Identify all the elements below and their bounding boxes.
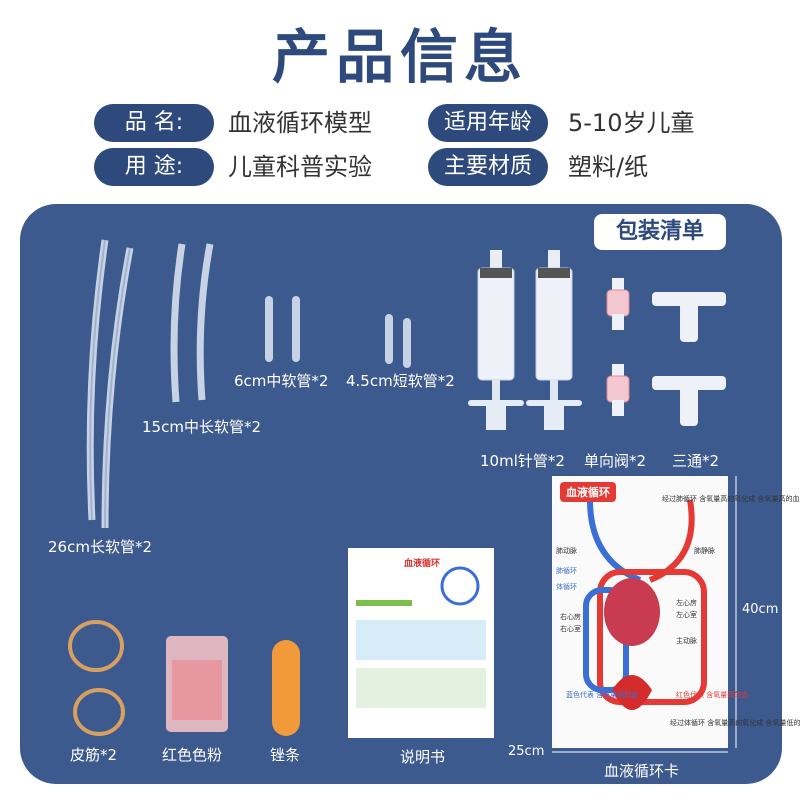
label-manual: 说明书 (400, 748, 446, 766)
file-stick-icon (272, 640, 300, 736)
card-ann-b: 肺静脉 (694, 547, 715, 555)
label-card: 血液循环卡 (604, 762, 680, 780)
material-key-pill: 主要材质 (428, 148, 548, 186)
label-tube26: 26cm长软管*2 (48, 538, 152, 556)
use-key-pill: 用 途: (94, 148, 214, 186)
label-band: 皮筋*2 (70, 746, 118, 764)
card-ann-i: 左心室 (676, 611, 697, 619)
card-ann-g: 右心室 (560, 625, 581, 633)
label-syringe: 10ml针管*2 (480, 452, 565, 470)
label-stick: 锉条 (270, 746, 301, 764)
valve-top-icon (606, 278, 630, 330)
card-height-dim: 40cm (742, 602, 779, 617)
card-ann-e: 体循环 (556, 583, 577, 591)
card-ann-d: 肺循环 (556, 567, 577, 575)
card-ann-a: 经过肺循环 含氧量高的氧化成 含氧量高的血 (662, 495, 800, 503)
card-ann-c: 肺动脉 (556, 547, 577, 555)
syringe-right-icon (526, 250, 582, 430)
card-ann-m: 经过体循环 含氧量高的氧化成 含氧量低的血 (670, 719, 800, 727)
name-value: 血液循环模型 (228, 109, 372, 137)
age-value: 5-10岁儿童 (568, 109, 695, 137)
card-width-dim: 25cm (508, 744, 545, 759)
label-tube45: 4.5cm短软管*2 (346, 372, 455, 390)
valve-bottom-icon (606, 364, 630, 416)
name-key-pill: 品 名: (94, 104, 214, 142)
card-ann-h: 左心房 (676, 599, 697, 607)
rubber-band-top-icon (68, 620, 124, 672)
label-powder: 红色色粉 (162, 746, 223, 764)
card-ann-j: 主动脉 (676, 637, 697, 645)
package-tag: 包装清单 (594, 214, 726, 250)
page-title: 产品信息 (271, 23, 528, 91)
card-ann-k: 蓝色代表 含氧量低的血 (566, 691, 639, 699)
label-valve: 单向阀*2 (584, 452, 647, 470)
rubber-band-bottom-icon (73, 688, 125, 736)
label-tee: 三通*2 (672, 452, 720, 470)
tee-top-icon (652, 292, 726, 342)
syringe-left-icon (468, 250, 524, 430)
manual-title: 血液循环 (404, 559, 441, 569)
card-ann-l: 红色代表 含氧量高的血 (676, 691, 749, 699)
card-ann-f: 右心房 (560, 613, 581, 621)
card-title: 血液循环 (560, 482, 616, 502)
label-tube15: 15cm中长软管*2 (142, 418, 261, 436)
use-value: 儿童科普实验 (228, 153, 372, 181)
material-value: 塑料/纸 (568, 153, 649, 181)
age-key-pill: 适用年龄 (428, 104, 548, 142)
tee-bottom-icon (652, 376, 726, 426)
label-tube6: 6cm中软管*2 (234, 372, 329, 390)
